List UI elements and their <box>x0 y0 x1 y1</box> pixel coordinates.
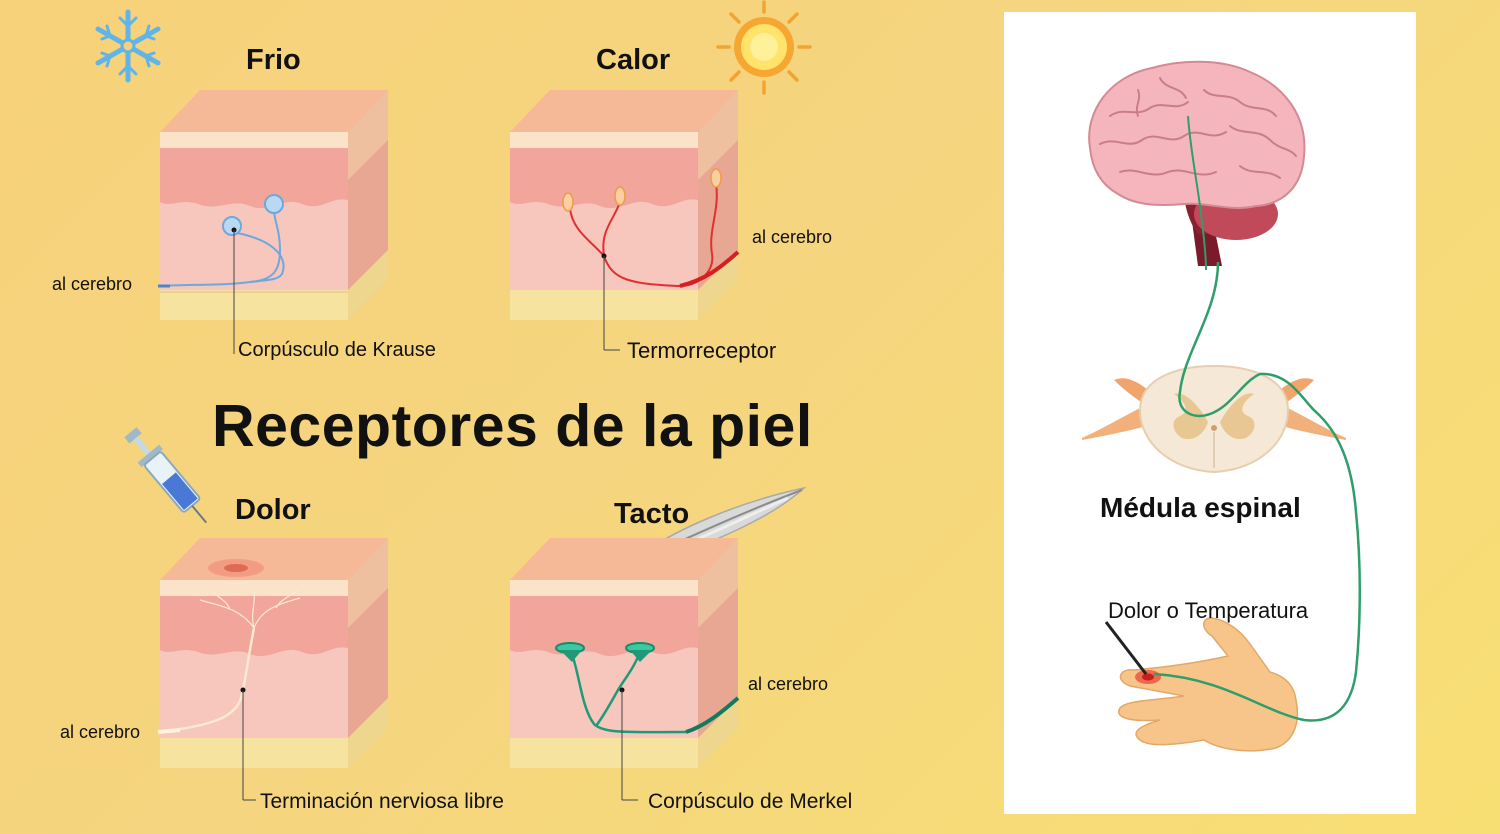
heading-touch: Tacto <box>614 498 690 530</box>
skin-diagram-cold <box>157 90 388 350</box>
label-cold-receptor: Corpúsculo de Krause <box>238 339 436 361</box>
heading-pain: Dolor <box>235 494 311 526</box>
skin-diagram-heat <box>510 90 740 351</box>
brain-illustration <box>1088 60 1306 271</box>
label-heat-to-brain: al cerebro <box>752 227 833 247</box>
label-touch-to-brain: al cerebro <box>748 674 829 694</box>
snowflake-icon <box>95 9 161 83</box>
label-pain-to-brain: al cerebro <box>60 722 141 742</box>
label-heat-receptor: Termorreceptor <box>627 338 777 363</box>
skin-diagram-pain <box>157 538 388 800</box>
label-cold-to-brain: al cerebro <box>52 274 133 294</box>
heading-heat: Calor <box>596 44 671 76</box>
main-title: Receptores de la piel <box>212 393 813 459</box>
spinal-cord-label: Médula espinal <box>1100 492 1301 523</box>
label-pain-receptor: Terminación nerviosa libre <box>260 790 504 813</box>
stimulus-label: Dolor o Temperatura <box>1108 598 1309 623</box>
label-touch-receptor: Corpúsculo de Merkel <box>648 790 853 813</box>
nerve-pathway <box>1153 261 1362 722</box>
skin-diagram-touch <box>510 538 740 801</box>
sun-icon <box>716 0 812 95</box>
heading-cold: Frio <box>246 44 301 76</box>
syringe-icon <box>124 427 208 524</box>
spinal-cord-illustration <box>1082 364 1346 474</box>
